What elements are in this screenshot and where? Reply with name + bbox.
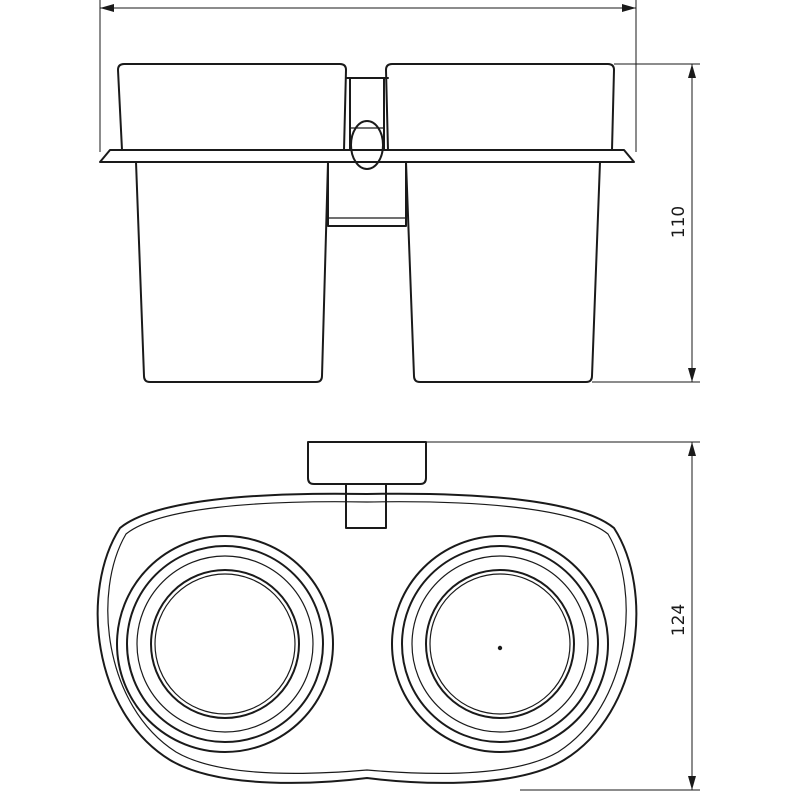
left-cup-inner-ring bbox=[150, 569, 300, 719]
depth-label: 124 bbox=[669, 604, 689, 636]
left-cup-bottom-ring bbox=[154, 573, 296, 715]
right-cup-bottom-ring bbox=[429, 573, 571, 715]
bracket-arm bbox=[345, 483, 387, 529]
left-cup-body bbox=[135, 161, 329, 383]
height-arrow-bottom bbox=[688, 368, 696, 382]
top-view: 124 bbox=[96, 441, 700, 791]
right-cup-rim bbox=[385, 63, 615, 151]
right-cup-center-mark bbox=[497, 645, 503, 651]
height-label: 110 bbox=[669, 206, 689, 238]
depth-arrow-top bbox=[688, 442, 696, 456]
tray-inner-outline bbox=[107, 501, 627, 775]
wall-mount-block bbox=[349, 77, 385, 151]
left-cup-outer-ring bbox=[116, 535, 334, 753]
center-connector bbox=[327, 161, 407, 227]
depth-arrow-bottom bbox=[688, 776, 696, 790]
width-arrow-right bbox=[622, 4, 636, 12]
left-cup-rim-ring bbox=[126, 545, 324, 743]
right-cup-mid-ring bbox=[411, 555, 589, 733]
right-cup-body bbox=[405, 161, 601, 383]
left-cup-rim bbox=[117, 63, 347, 151]
shelf-plate bbox=[99, 149, 635, 163]
wall-bracket bbox=[307, 441, 427, 485]
tray-outline bbox=[96, 492, 638, 784]
left-cup-mid-ring bbox=[136, 555, 314, 733]
wall-mount-knob bbox=[350, 120, 384, 170]
height-arrow-top bbox=[688, 64, 696, 78]
right-cup-outer-ring bbox=[391, 535, 609, 753]
width-arrow-left bbox=[100, 4, 114, 12]
right-cup-rim-ring bbox=[401, 545, 599, 743]
front-view: 110 bbox=[99, 0, 700, 383]
right-cup-inner-ring bbox=[425, 569, 575, 719]
